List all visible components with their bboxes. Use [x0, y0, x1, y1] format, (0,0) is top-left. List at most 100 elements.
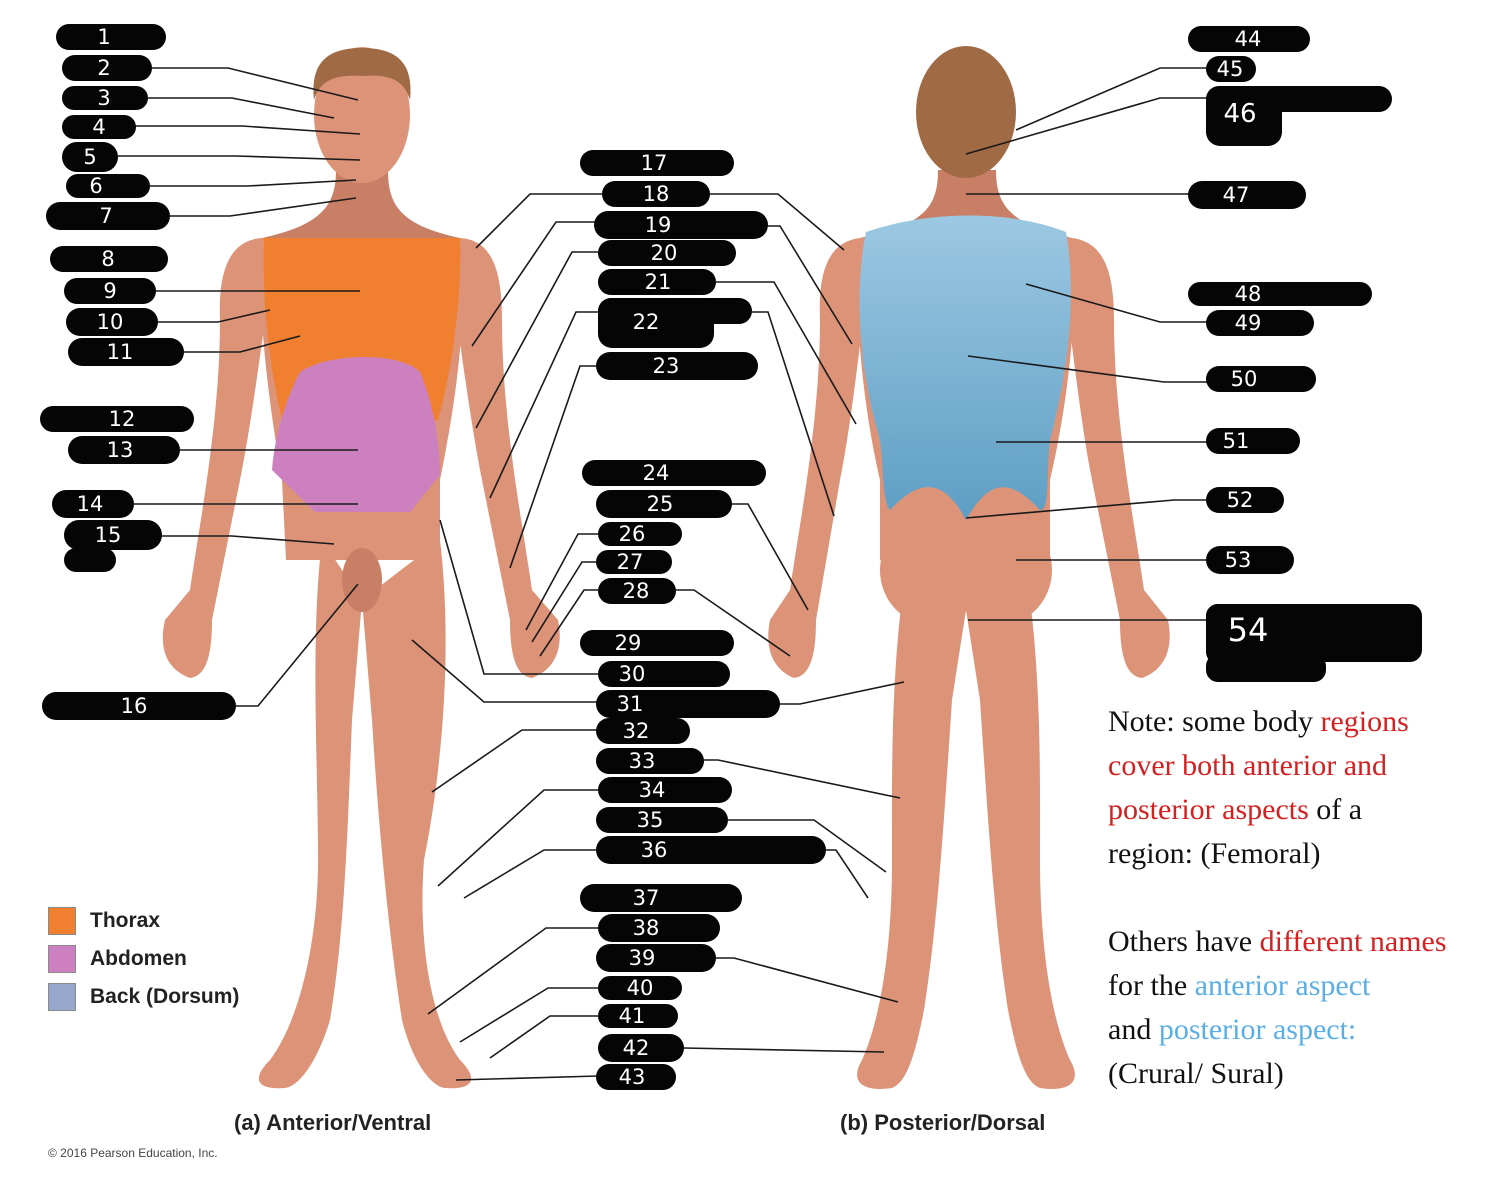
- svg-text:25: 25: [647, 492, 674, 516]
- svg-text:38: 38: [633, 916, 660, 940]
- svg-text:20: 20: [651, 241, 678, 265]
- svg-text:9: 9: [103, 279, 116, 303]
- label-pill-5[interactable]: 5: [62, 142, 118, 172]
- note-highlight-red: different names: [1259, 925, 1447, 958]
- label-pill-52[interactable]: 52: [1206, 487, 1284, 513]
- label-pill-54[interactable]: 54: [1206, 604, 1286, 664]
- label-pill-25[interactable]: 25: [596, 490, 732, 518]
- svg-text:23: 23: [653, 354, 680, 378]
- leader-lines: [118, 67, 1208, 1081]
- label-pill-10[interactable]: 10: [66, 308, 158, 336]
- label-pill-9[interactable]: 9: [64, 278, 156, 304]
- svg-text:46: 46: [1223, 99, 1256, 129]
- label-pill-34[interactable]: 34: [598, 777, 732, 803]
- label-pill-15[interactable]: 15: [64, 520, 162, 550]
- copyright-notice: © 2016 Pearson Education, Inc.: [48, 1146, 218, 1160]
- note-line: Note: some body regions: [1108, 700, 1497, 744]
- label-pill-53[interactable]: 53: [1206, 546, 1294, 574]
- note-line: cover both anterior and: [1108, 749, 1388, 782]
- label-pill-24[interactable]: 24: [582, 460, 766, 486]
- legend-label: Abdomen: [90, 947, 187, 970]
- label-pill-28[interactable]: 28: [598, 578, 676, 604]
- label-pill-17[interactable]: 17: [580, 150, 734, 176]
- svg-text:44: 44: [1235, 27, 1262, 51]
- label-pill-50[interactable]: 50: [1206, 366, 1316, 392]
- posterior-figure: [768, 46, 1170, 1089]
- label-pill-13[interactable]: 13: [68, 436, 180, 464]
- label-pill-29[interactable]: 29: [580, 630, 734, 656]
- svg-text:39: 39: [629, 946, 656, 970]
- note-highlight-red: regions: [1320, 705, 1409, 738]
- label-pill-2[interactable]: 2: [62, 55, 152, 81]
- label-pill-43[interactable]: 43: [596, 1064, 676, 1090]
- label-pill-11[interactable]: 11: [68, 338, 184, 366]
- note-text: and: [1108, 1013, 1159, 1046]
- svg-text:18: 18: [643, 182, 670, 206]
- label-pill-7[interactable]: 7: [46, 202, 170, 230]
- label-pill-33[interactable]: 33: [596, 748, 704, 774]
- legend-label: Back (Dorsum): [90, 985, 240, 1008]
- label-pill-51[interactable]: 51: [1206, 428, 1300, 454]
- svg-text:14: 14: [77, 492, 104, 516]
- svg-text:41: 41: [619, 1004, 646, 1028]
- label-pill-14[interactable]: 14: [52, 490, 134, 518]
- label-pill-22[interactable]: 22: [598, 298, 714, 348]
- svg-text:43: 43: [619, 1065, 646, 1089]
- note-highlight-red: posterior aspects: [1108, 793, 1309, 826]
- note-line: for the anterior aspect: [1108, 964, 1497, 1008]
- legend: Thorax Abdomen Back (Dorsum): [48, 902, 239, 1016]
- label-pill-27[interactable]: 27: [596, 550, 672, 574]
- svg-text:53: 53: [1225, 548, 1252, 572]
- label-pill-49[interactable]: 49: [1206, 310, 1314, 336]
- label-pill-37[interactable]: 37: [580, 884, 742, 912]
- label-pill-41[interactable]: 41: [598, 1004, 678, 1028]
- label-pill-36[interactable]: 36: [596, 836, 826, 864]
- label-pill-19[interactable]: 19: [594, 211, 768, 239]
- note-line: posterior aspects of a: [1108, 788, 1497, 832]
- label-pill-31[interactable]: 31: [596, 690, 780, 718]
- svg-text:12: 12: [109, 407, 136, 431]
- label-pill-21[interactable]: 21: [598, 269, 716, 295]
- label-pill-23[interactable]: 23: [596, 352, 758, 380]
- label-pill-45[interactable]: 45: [1206, 56, 1256, 82]
- label-pill-30[interactable]: 30: [598, 661, 730, 687]
- label-pill-3[interactable]: 3: [62, 86, 148, 110]
- label-pill-40[interactable]: 40: [598, 976, 682, 1000]
- label-pill-18[interactable]: 18: [602, 181, 710, 207]
- svg-text:49: 49: [1235, 311, 1262, 335]
- label-pill-32[interactable]: 32: [596, 718, 690, 744]
- legend-item-back: Back (Dorsum): [48, 978, 239, 1016]
- legend-item-thorax: Thorax: [48, 902, 239, 940]
- svg-text:33: 33: [629, 749, 656, 773]
- label-pill-44[interactable]: 44: [1188, 26, 1310, 52]
- svg-text:2: 2: [97, 56, 110, 80]
- svg-text:16: 16: [121, 694, 148, 718]
- redaction-block: [64, 548, 116, 572]
- label-pill-39[interactable]: 39: [596, 944, 716, 972]
- svg-text:35: 35: [637, 808, 664, 832]
- label-pill-1[interactable]: 1: [56, 24, 166, 50]
- svg-text:10: 10: [97, 310, 124, 334]
- svg-text:19: 19: [645, 213, 672, 237]
- label-pill-35[interactable]: 35: [596, 807, 728, 833]
- anterior-figure: [162, 47, 560, 1089]
- label-pill-46[interactable]: 46: [1206, 86, 1282, 146]
- label-pill-8[interactable]: 8: [50, 246, 168, 272]
- label-pill-4[interactable]: 4: [62, 115, 136, 139]
- label-pill-26[interactable]: 26: [598, 522, 682, 546]
- label-pill-20[interactable]: 20: [598, 240, 736, 266]
- svg-text:1: 1: [97, 25, 110, 49]
- label-pill-16[interactable]: 16: [42, 692, 236, 720]
- svg-text:15: 15: [95, 523, 122, 547]
- label-pill-48[interactable]: 48: [1188, 282, 1372, 306]
- note-highlight-blue: anterior aspect: [1194, 969, 1371, 1002]
- label-pill-12[interactable]: 12: [40, 406, 194, 432]
- label-pill-6[interactable]: 6: [66, 174, 150, 198]
- caption-anterior: (a) Anterior/Ventral: [234, 1110, 432, 1135]
- note-text: for the: [1108, 969, 1195, 1002]
- label-pill-47[interactable]: 47: [1188, 181, 1306, 209]
- label-pill-38[interactable]: 38: [598, 914, 720, 942]
- svg-text:17: 17: [641, 151, 668, 175]
- label-pill-42[interactable]: 42: [598, 1034, 684, 1062]
